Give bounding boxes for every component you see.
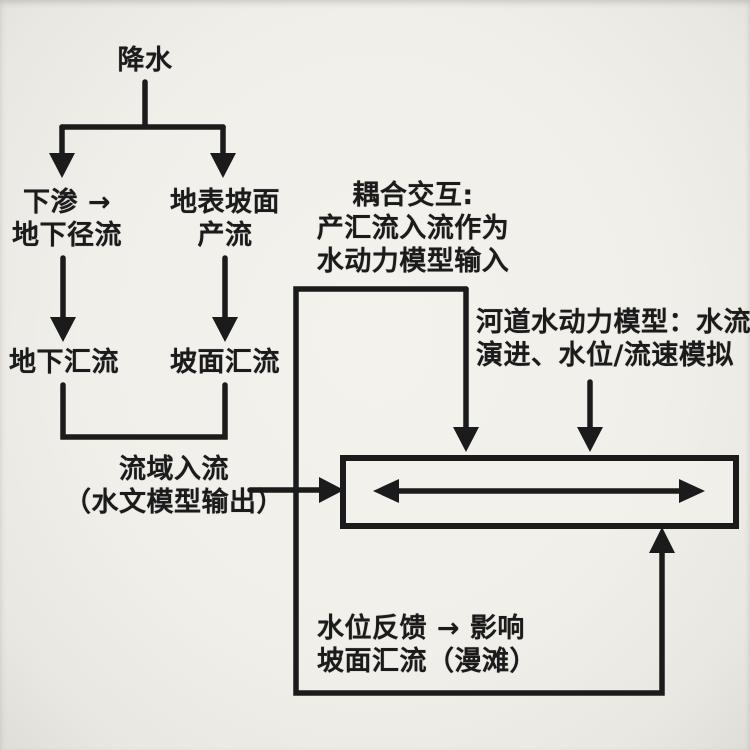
connector-confluence-merge xyxy=(60,382,228,440)
label-basin-inflow: 流域入流 （水文模型输出） xyxy=(64,453,284,519)
arrow-hydrodynamic-into-channel xyxy=(577,379,603,452)
label-water-level-feedback-line: 水位反馈 → 影响 xyxy=(317,613,525,644)
node-precipitation: 降水 xyxy=(118,44,173,77)
node-precipitation-line: 降水 xyxy=(117,45,173,76)
label-water-level-feedback-line: 坡面汇流（漫滩） xyxy=(317,646,537,677)
note-coupling-interaction-line: 产汇流入流作为 xyxy=(316,213,510,244)
note-hydrodynamic-model: 河道水动力模型：水流 演进、水位/流速模拟 xyxy=(476,306,750,372)
arrow-coupling-into-channel xyxy=(453,286,479,452)
note-coupling-interaction-line: 耦合交互: xyxy=(352,180,474,211)
node-infiltration-line: 下渗 → xyxy=(22,187,112,218)
label-basin-inflow-line: （水文模型输出） xyxy=(64,487,284,518)
node-surface-runoff-line: 产流 xyxy=(197,220,253,251)
node-slope-confluence-line: 坡面汇流 xyxy=(170,347,280,378)
node-underground-confluence: 地下汇流 xyxy=(9,346,119,379)
node-surface-runoff-line: 地表坡面 xyxy=(170,187,280,218)
label-basin-inflow-line: 流域入流 xyxy=(119,454,229,485)
node-slope-confluence: 坡面汇流 xyxy=(170,346,280,379)
arrow-precipitation-to-infiltration xyxy=(49,124,75,178)
note-hydrodynamic-model-line: 河道水动力模型：水流 xyxy=(476,307,750,338)
note-coupling-interaction: 耦合交互: 产汇流入流作为 水动力模型输入 xyxy=(317,179,510,278)
node-infiltration: 下渗 → 地下径流 xyxy=(12,186,122,252)
label-water-level-feedback: 水位反馈 → 影响 坡面汇流（漫滩） xyxy=(317,612,537,678)
arrow-surface-runoff-to-slope-confluence xyxy=(212,255,238,342)
node-surface-runoff: 地表坡面 产流 xyxy=(170,186,280,252)
note-coupling-interaction-line: 水动力模型输入 xyxy=(316,246,510,277)
precipitation-branch-connector xyxy=(59,79,226,130)
node-underground-confluence-line: 地下汇流 xyxy=(9,347,119,378)
arrow-precipitation-to-surface-runoff xyxy=(210,124,236,178)
coupling-feedback-loop xyxy=(293,286,675,696)
channel-flow-double-arrow xyxy=(373,479,705,503)
note-hydrodynamic-model-line: 演进、水位/流速模拟 xyxy=(476,340,734,371)
node-infiltration-line: 地下径流 xyxy=(12,220,122,251)
arrow-infiltration-to-underground-confluence xyxy=(50,255,76,342)
arrow-inflow-into-channel xyxy=(247,477,344,503)
